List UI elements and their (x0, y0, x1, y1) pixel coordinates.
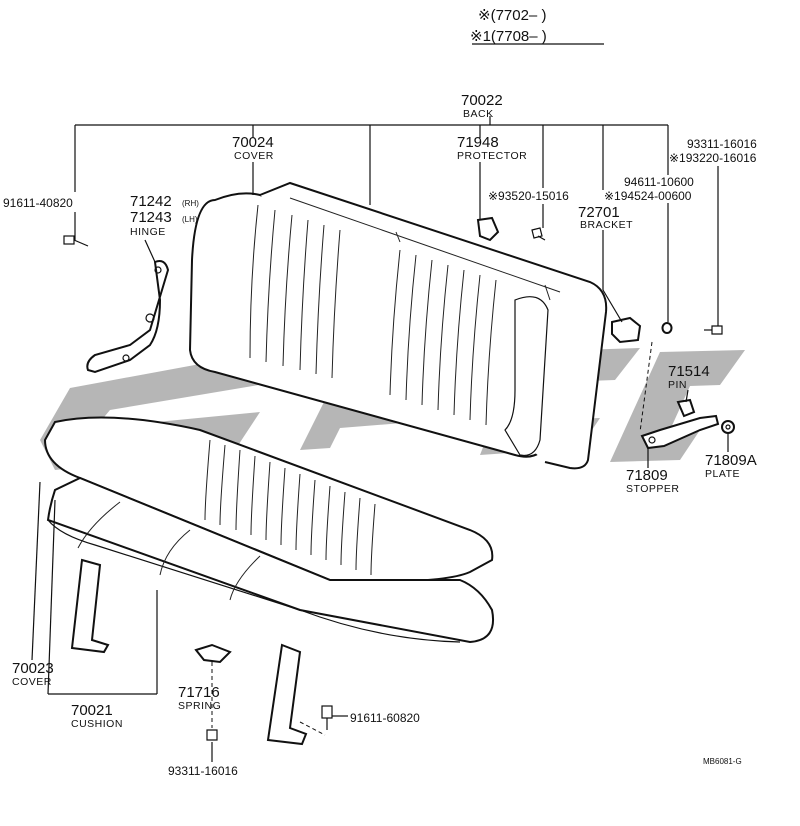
label-71514-number: 71514 (668, 363, 710, 380)
dash-bolt (299, 721, 326, 736)
screw-93311-b (206, 729, 218, 741)
stopper-part (640, 414, 720, 450)
screw-93520 (531, 227, 546, 241)
label-71716-caption: SPRING (178, 700, 221, 712)
screw-93311-a (704, 325, 723, 335)
pin-part (676, 398, 696, 418)
label-70022-caption: BACK (463, 108, 494, 120)
label-71243-number: 71243 (130, 209, 172, 226)
label-hinge-caption: HINGE (130, 226, 166, 238)
diagram-code: MB6081-G (703, 757, 742, 766)
protector-part (476, 216, 500, 242)
label-93311-16016-a: 93311-16016 (687, 137, 757, 151)
leader-lines (31, 116, 729, 762)
label-71948-number: 71948 (457, 134, 499, 151)
label-71242-number: 71242 (130, 193, 172, 210)
seat-cushion (43, 416, 494, 644)
label-70021-caption: CUSHION (71, 718, 123, 730)
label-71809a-number: 71809A (705, 452, 757, 469)
spring-part (194, 643, 232, 664)
label-71716-number: 71716 (178, 684, 220, 701)
label-70024-number: 70024 (232, 134, 274, 151)
label-93311-16016-b: 93311-16016 (168, 764, 238, 778)
label-94611-10600: 94611-10600 (624, 175, 694, 189)
label-72701-number: 72701 (578, 204, 620, 221)
label-71514-caption: PIN (668, 379, 687, 391)
header-line-2: ※1(7708– ) (470, 28, 547, 45)
label-71948-caption: PROTECTOR (457, 150, 527, 162)
label-70024-caption: COVER (234, 150, 274, 162)
label-70023-number: 70023 (12, 660, 54, 677)
bolt-91611-60820 (321, 705, 333, 730)
label-71809-caption: STOPPER (626, 483, 680, 495)
seat-back (188, 181, 608, 470)
label-71809-number: 71809 (626, 467, 668, 484)
label-194524-00600: ※194524-00600 (604, 189, 692, 203)
label-71809a-caption: PLATE (705, 468, 740, 480)
header-line-1: ※(7702– ) (478, 7, 546, 24)
label-70021-number: 70021 (71, 702, 113, 719)
label-71243-suffix: (LH) (182, 215, 198, 224)
dash-stopper (639, 341, 653, 433)
label-193220-16016: ※193220-16016 (669, 151, 757, 165)
label-70023-caption: COVER (12, 676, 52, 688)
nut-94611 (661, 322, 673, 334)
hinge-part (86, 260, 170, 374)
label-71242-suffix: (RH) (182, 199, 199, 208)
bracket-part (611, 316, 642, 344)
bolt-91611-40820 (63, 235, 89, 247)
label-91611-60820: 91611-60820 (350, 711, 420, 725)
label-70022-number: 70022 (461, 92, 503, 109)
seat-leg-left (70, 558, 110, 654)
seat-leg-right (266, 643, 308, 746)
label-93520-15016: ※93520-15016 (488, 189, 569, 203)
plate-part (721, 420, 735, 434)
label-91611-40820: 91611-40820 (3, 196, 73, 210)
label-72701-caption: BRACKET (580, 219, 633, 231)
